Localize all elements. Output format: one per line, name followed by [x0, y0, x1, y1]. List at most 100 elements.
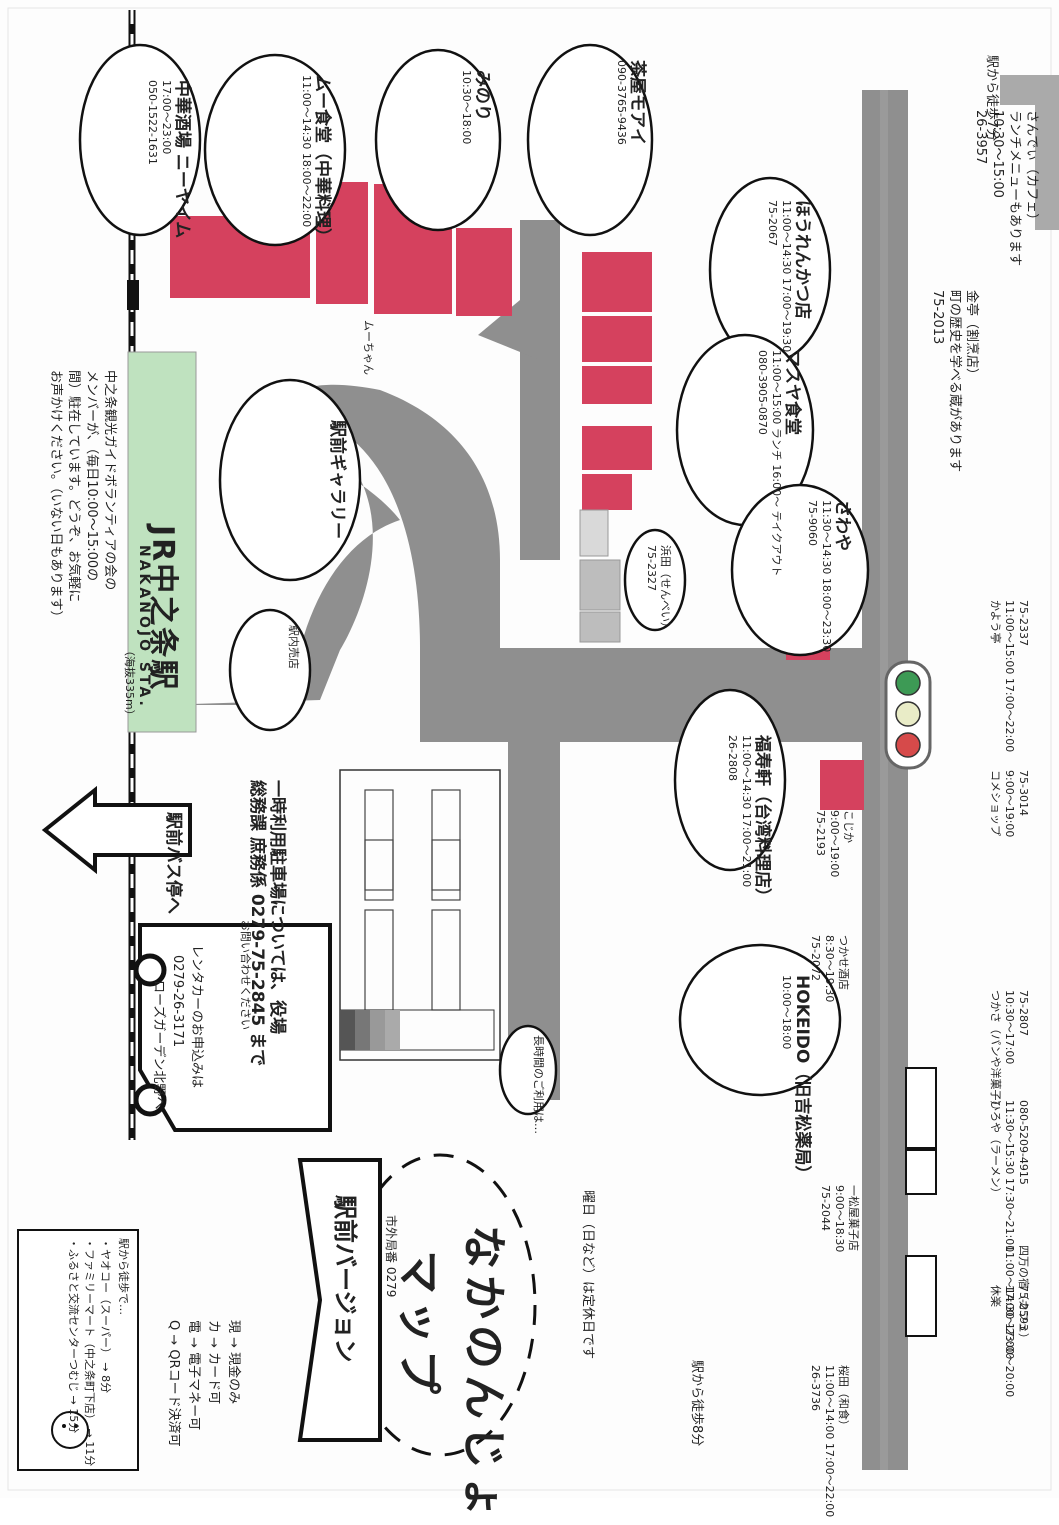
shop-name: 浜田（せんべい）	[659, 545, 672, 633]
shop-tel: 75-2593	[1017, 1285, 1030, 1331]
shop-hours: 11:00〜14:30 18:00〜22:00	[300, 75, 313, 228]
shop-tel: 75-2044	[819, 1185, 832, 1231]
shop-sakurada: 桜田（和食） 11:00〜14:00 17:00〜22:00 26-3736	[808, 1365, 850, 1517]
shop-hokeido: HOKEIDO（旧吉松薬局） 10:00〜18:00	[779, 975, 812, 1183]
station-name-en: NAKANOJO STA.	[136, 545, 152, 709]
shop-name: 中華酒場 ニーヤイム	[172, 80, 192, 239]
signboards	[905, 1067, 937, 1337]
shop-mu: ムー食堂（中華料理） 11:00〜14:30 18:00〜22:00	[299, 75, 332, 245]
bubble-fukuju	[673, 688, 787, 872]
shop-fukuju: 福寿軒（台湾料理店） 11:00〜14:30 17:00〜21:00 26-28…	[725, 735, 772, 905]
guide-line3: 間）駐在しています。どうぞ、お気軽に	[66, 370, 81, 603]
shop-tel: 75-2013	[930, 290, 945, 345]
shop-hours: 10:30〜18:00	[460, 70, 473, 145]
shop-tel: 080-5209-4915	[1017, 1100, 1030, 1185]
shop-tel: 75-2337	[1017, 600, 1030, 646]
closed-days-note: 曜日（日など）は定休日です	[580, 1190, 595, 1360]
parking-lot	[339, 769, 501, 1061]
shop-name: 福寿軒（台湾料理店）	[752, 735, 772, 905]
shop-name: HOKEIDO（旧吉松薬局）	[792, 975, 812, 1183]
parking-fee-table	[339, 1009, 495, 1051]
shop-tel: 75-9060	[806, 500, 819, 546]
shop-name: 金亭（割烹店）	[964, 290, 979, 382]
shop-kokuya: みのり 10:30〜18:00	[459, 70, 492, 145]
shop-desc: 町の歴史を学べる蔵があります	[947, 290, 962, 473]
station-road	[420, 648, 862, 1100]
shop-hours: 10:30〜15:00	[990, 110, 1005, 198]
bubble-hokeido	[678, 943, 842, 1097]
shop-tel: 090-3765-9436	[615, 60, 628, 145]
shop-name: 一松屋菓子店	[847, 1185, 860, 1251]
meeting-bubble-text: 長時間のご利用は…	[532, 1035, 545, 1134]
bubble-hamada	[623, 528, 687, 632]
shop-hours: 11:00〜14:30 17:00〜21:00	[740, 735, 753, 888]
shop-kintei: 金亭（割烹店） 町の歴史を学べる蔵があります 75-2013	[929, 290, 980, 472]
shop-kojika: こじか 9:00〜19:00 75-2193	[813, 810, 855, 877]
shop-hours: 11:00〜14:30 17:00〜19:30	[780, 200, 793, 353]
station-building	[127, 351, 197, 733]
bubble-meeting	[498, 1024, 558, 1116]
walking-line2: ・ヤオコー（スーパー） → 8分	[99, 1238, 112, 1394]
shop-tel: 75-3014	[1017, 770, 1030, 816]
shop-name: さわや	[832, 500, 852, 551]
shop-hours: 11:30〜14:30 18:00〜23:30	[820, 500, 833, 653]
rental-line1: レンタカーのお申込みは	[189, 945, 204, 1089]
gallery: 駅前ギャラリー	[327, 420, 347, 539]
shop-hours: 10:30〜17:00	[1003, 990, 1016, 1065]
parking-line3: お問い合わせください	[239, 920, 252, 1030]
shop-tel: 75-2193	[814, 810, 827, 856]
legend-cash: 現 → 現金のみ	[226, 1320, 241, 1405]
title-banner-text: 駅前バージョン	[331, 1195, 359, 1363]
shop-name: こじか	[842, 810, 855, 843]
shop-name: マスヤ食堂	[782, 350, 802, 435]
mu-chan-label: ムーちゃん	[362, 320, 375, 375]
bus-stop-label: 駅前バス停へ	[163, 812, 183, 914]
shop-tel: 26-2808	[726, 735, 739, 781]
shop-name: 休楽	[989, 1285, 1002, 1307]
rental-line3: ローズガーデン北野へ	[151, 980, 166, 1110]
shop-tel: 26-3957	[973, 110, 988, 165]
bubble-moai	[526, 43, 654, 237]
shop-name: つかさ（パンや洋菓子）	[989, 990, 1002, 1112]
legend-emoney: 電 → 電子マネー可	[186, 1320, 201, 1431]
shop-sandy: さんでぃ（カフェ） ランチメニューもあります 10:30〜15:00 26-39…	[972, 110, 1040, 266]
shop-tel: 75-2327	[645, 545, 658, 591]
legend-card: カ → カード可	[206, 1320, 221, 1405]
road-to-top	[500, 220, 560, 560]
bubble-niyaimu	[78, 43, 202, 237]
shop-name: かよう亭	[989, 600, 1002, 644]
shop-desc: ランチメニューもあります	[1007, 110, 1022, 267]
shop-sawaya: さわや 11:30〜14:30 18:00〜23:30 75-9060	[805, 500, 852, 653]
shop-name: コメショップ	[989, 770, 1002, 836]
station-altitude: （海抜335m）	[123, 645, 136, 721]
loop-road	[160, 384, 500, 705]
shop-kayoutei: 75-2337 11:00〜15:00 17:00〜22:00 かよう亭	[988, 600, 1030, 752]
walking-line4: ・ふるさと交流センターつむじ → 15分	[67, 1238, 80, 1434]
guide-line4: お声かけください。（いない日もあります）	[48, 370, 63, 624]
shop-name: みのり	[472, 70, 492, 121]
shop-hours: 17:00〜23:00	[1003, 1285, 1016, 1360]
shop-name: ひろや（ラーメン）	[989, 1100, 1002, 1199]
shop-hours: 9:00〜19:00	[828, 810, 841, 878]
guide-line2: メンバーが、（毎日10:00〜15:00の	[84, 370, 99, 582]
shop-niyaimu: 中華酒場 ニーヤイム 17:00〜23:00 050-1522-1631	[145, 80, 192, 239]
shop-hours: 11:00〜15:00 ランチ 16:00〜 テイクアウト	[770, 350, 783, 577]
shop-hours: 17:00〜23:00	[160, 80, 173, 155]
walking-line1: 駅から徒歩で…	[117, 1238, 130, 1315]
shop-masuya: マスヤ食堂 11:00〜15:00 ランチ 16:00〜 テイクアウト 080-…	[755, 350, 802, 577]
shop-tel: 080-3905-0870	[756, 350, 769, 435]
kiosk: 駅内売店	[286, 625, 300, 669]
shop-name: 駅内売店	[287, 625, 300, 669]
shop-tsukase: つかせ酒店 8:30〜19:30 75-2072	[808, 935, 850, 1002]
shop-name: ムー食堂（中華料理）	[312, 75, 332, 245]
guide-line1: 中之条観光ガイドボランティアの会の	[102, 370, 117, 591]
station-arrow	[41, 785, 192, 875]
shop-tel: 050-1522-1631	[146, 80, 159, 165]
shop-hiroya: 080-5209-4915 11:30〜15:30 17:30〜21:00 ひろ…	[988, 1100, 1030, 1252]
shop-tel: 75-2807	[1017, 990, 1030, 1036]
shop-name: さんでぃ（カフェ）	[1024, 110, 1039, 227]
diagonal-road	[478, 300, 560, 360]
parking-spaces	[364, 789, 461, 1011]
shop-name: 茶屋モアイ	[627, 60, 647, 145]
